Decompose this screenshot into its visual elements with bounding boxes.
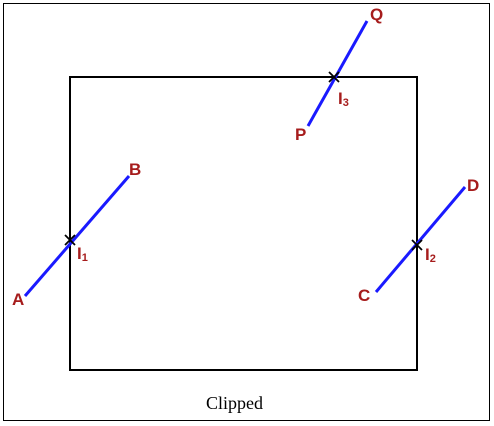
intersection-label-i2: I2 bbox=[425, 245, 436, 265]
point-label-d: D bbox=[467, 176, 479, 195]
intersection-label-i3: I3 bbox=[338, 89, 349, 109]
intersection-label-i1: I1 bbox=[77, 244, 88, 264]
point-label-c: C bbox=[358, 286, 370, 305]
point-label-b: B bbox=[129, 160, 141, 179]
clip-window bbox=[69, 76, 418, 371]
segment-ab bbox=[23, 175, 131, 297]
segment-cd bbox=[374, 186, 467, 293]
point-label-q: Q bbox=[370, 5, 383, 24]
intersection-mark-i3 bbox=[328, 71, 340, 83]
intersection-mark-i2 bbox=[411, 239, 423, 251]
point-label-a: A bbox=[12, 290, 24, 309]
caption: Clipped bbox=[206, 393, 263, 413]
point-label-p: P bbox=[295, 125, 306, 144]
intersection-mark-i1 bbox=[64, 234, 76, 246]
outer-frame bbox=[3, 3, 490, 421]
